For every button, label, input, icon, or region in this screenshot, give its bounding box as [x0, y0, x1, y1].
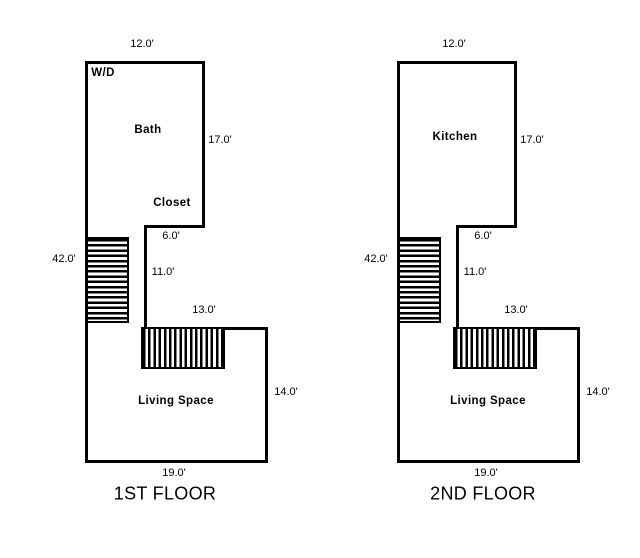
wall-right-lower	[577, 327, 580, 463]
wall-right-upper	[514, 61, 517, 228]
dim-label-total-height: 42.0'	[52, 253, 76, 265]
wall-corridor	[144, 225, 147, 330]
wall-bottom	[85, 460, 268, 463]
floor-title-2nd: 2ND FLOOR	[430, 483, 536, 504]
room-label-kitchen: Kitchen	[432, 131, 478, 143]
room-label-bath: Bath	[134, 124, 162, 136]
wall-notch	[144, 225, 205, 228]
stairs-hatch-vertical	[141, 327, 225, 369]
dim-label-notch-width: 6.0'	[162, 230, 180, 242]
dim-label-top-width: 12.0'	[442, 38, 466, 50]
dim-label-right-upper-height: 17.0'	[520, 134, 544, 146]
wall-corridor	[456, 225, 459, 330]
dim-label-right-lower-height: 14.0'	[586, 386, 610, 398]
wall-top	[85, 61, 205, 64]
stairs-hatch-horizontal	[398, 237, 441, 323]
wall-notch	[456, 225, 517, 228]
room-label-living-space: Living Space	[138, 395, 214, 407]
floorplan-1st-floor: 12.0' W/D Bath 17.0' Closet 6.0' 42.0' 1…	[52, 38, 298, 504]
wall-bottom	[397, 460, 580, 463]
dim-label-mid-width: 13.0'	[192, 304, 216, 316]
stairs-hatch-horizontal	[86, 237, 129, 323]
dim-label-bottom-width: 19.0'	[162, 467, 186, 479]
dim-label-corridor-height: 11.0'	[463, 266, 487, 278]
dim-label-bottom-width: 19.0'	[474, 467, 498, 479]
dim-label-corridor-height: 11.0'	[151, 266, 175, 278]
dim-label-right-lower-height: 14.0'	[274, 386, 298, 398]
dim-label-total-height: 42.0'	[364, 253, 388, 265]
dim-label-right-upper-height: 17.0'	[208, 134, 232, 146]
dim-label-notch-width: 6.0'	[474, 230, 492, 242]
floor-title-1st: 1ST FLOOR	[113, 483, 217, 504]
wall-top	[397, 61, 517, 64]
dim-label-top-width: 12.0'	[130, 38, 154, 50]
stairs-hatch-vertical	[453, 327, 537, 369]
room-label-living-space: Living Space	[450, 395, 526, 407]
room-label-closet: Closet	[153, 197, 191, 209]
room-label-wd: W/D	[91, 67, 115, 79]
wall-right-lower	[265, 327, 268, 463]
floorplan-2nd-floor: 12.0' Kitchen 17.0' 6.0' 42.0' 11.0' 13.…	[364, 38, 610, 504]
wall-right-upper	[202, 61, 205, 228]
dim-label-mid-width: 13.0'	[504, 304, 528, 316]
